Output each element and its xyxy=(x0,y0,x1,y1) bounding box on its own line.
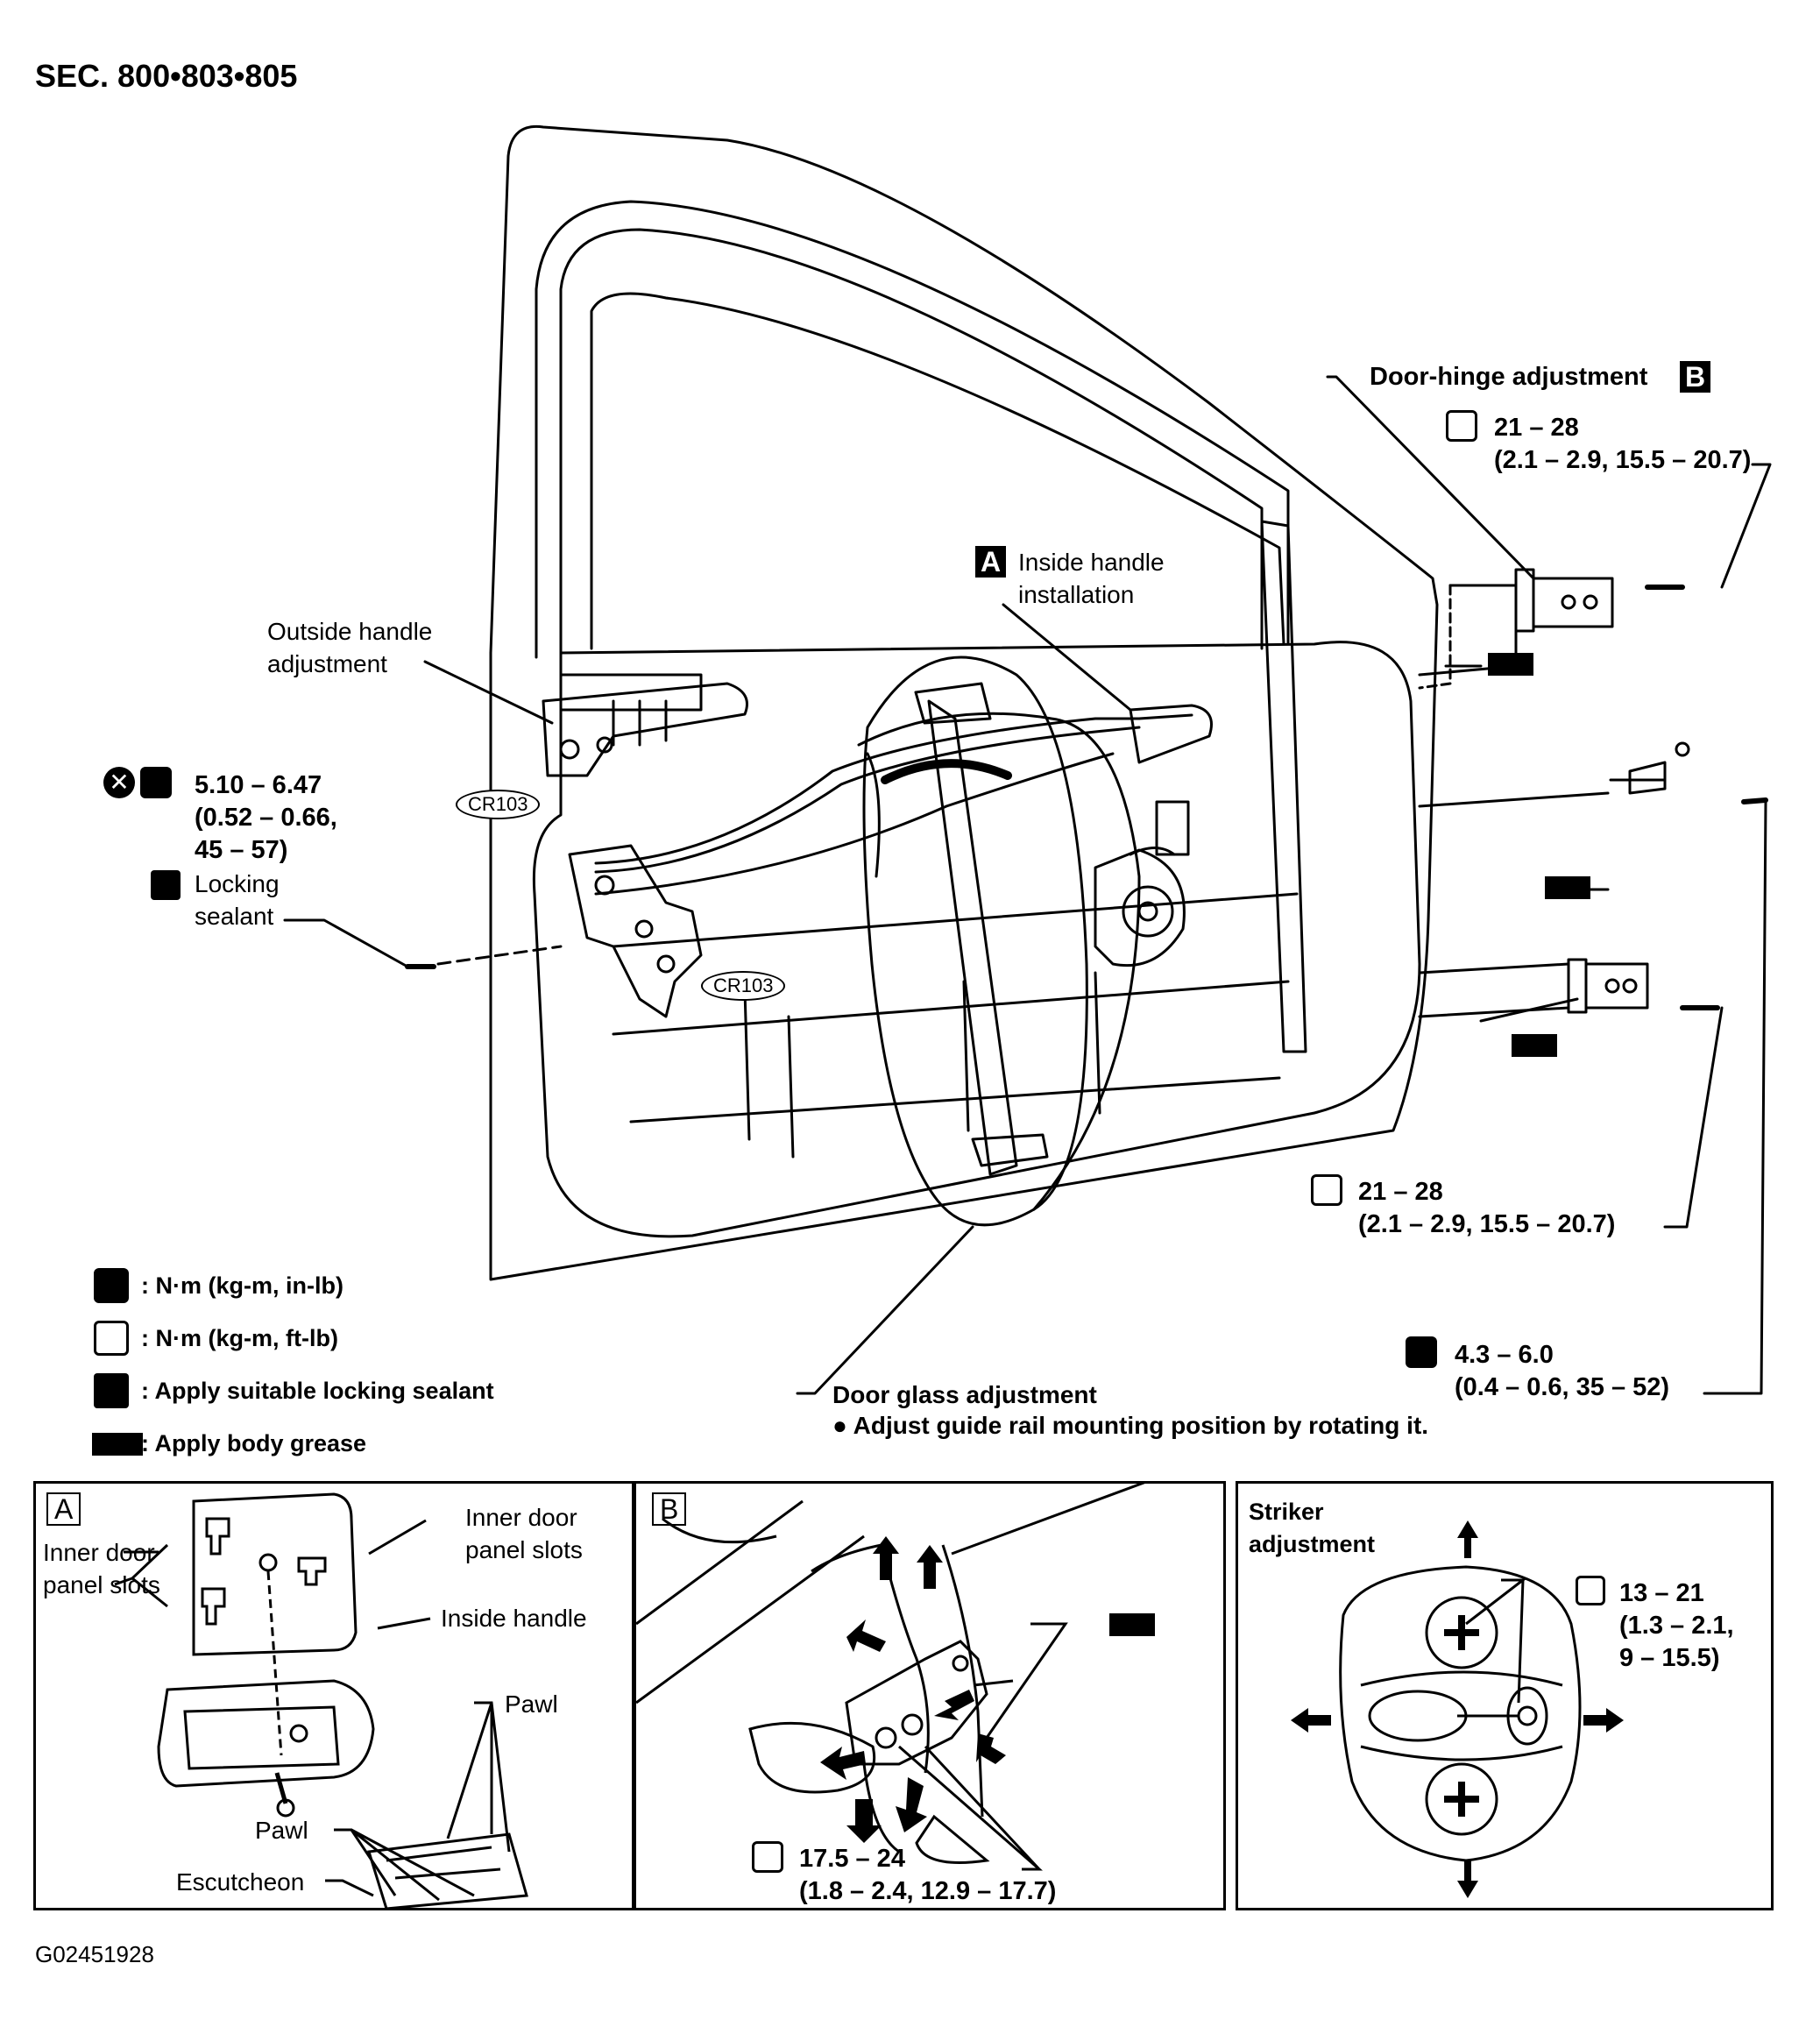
section-title: SEC. 800•803•805 xyxy=(35,58,298,94)
panel-b-letter: B xyxy=(652,1492,687,1526)
window-frame-outer xyxy=(535,200,1290,659)
door-glass-note: ● Adjust guide rail mounting position by… xyxy=(832,1412,1429,1439)
connector-tag-2: CR103 xyxy=(701,971,786,1001)
door-hinge-label: Door-hinge adjustment xyxy=(1370,363,1648,391)
guide-rail xyxy=(927,699,1018,1176)
door-hinge-badge: B xyxy=(1680,361,1711,393)
legend-text: : Apply body grease xyxy=(141,1430,367,1456)
panel-a-pawl-right: Pawl xyxy=(505,1690,558,1718)
panel-a-inside-handle: Inside handle xyxy=(441,1605,587,1632)
striker-art xyxy=(1291,1520,1624,1898)
torque-inlb-icon xyxy=(140,767,172,798)
torque-wrench-inlb-icon xyxy=(94,1268,129,1303)
striker-panel-torque: 13 – 21 (1.3 – 2.1, 9 – 15.5) xyxy=(1619,1579,1734,1672)
striker-torque: 4.3 – 6.0 (0.4 – 0.6, 35 – 52) xyxy=(1455,1341,1670,1401)
grease-icon xyxy=(1109,1613,1155,1636)
leader-door-hinge xyxy=(1326,375,1535,580)
window-opening xyxy=(590,292,1285,650)
regulator-motor xyxy=(1094,848,1186,967)
panel-a-escutcheon: Escutcheon xyxy=(176,1868,305,1896)
panel-b-torque: 17.5 – 24 (1.8 – 2.4, 12.9 – 17.7) xyxy=(799,1845,1057,1905)
torque-ftlb-icon xyxy=(752,1841,783,1873)
panel-a-art xyxy=(114,1492,528,1910)
check-link xyxy=(1418,778,1667,808)
panel-a-letter: A xyxy=(46,1492,81,1526)
panel-a-inner-door-right: Inner door panel slots xyxy=(465,1504,583,1563)
torque-wrench-ftlb-icon xyxy=(94,1321,129,1356)
guide-rail-oval xyxy=(862,656,1088,1227)
panel-a: A Inner door panel slots Inner door pane… xyxy=(33,1481,634,1910)
leader-hinge-top xyxy=(1720,463,1772,589)
rotation-arrow xyxy=(881,759,1012,784)
panel-a-pawl-left: Pawl xyxy=(255,1817,308,1844)
regulator-cable xyxy=(857,712,1141,1211)
panel-b: B 17.5 – 24 (1.8 – 2.4, 12.9 – 17.7) xyxy=(634,1481,1226,1910)
door-lock-assembly xyxy=(568,844,703,1018)
grease-icon xyxy=(1488,653,1533,676)
torque-ftlb-icon xyxy=(1576,1576,1605,1605)
lock-cable xyxy=(594,717,1141,865)
leader-hinge-bottom xyxy=(1663,1006,1724,1229)
door-inner-panel xyxy=(532,641,1421,1238)
hinge-torque-top: 21 – 28 (2.1 – 2.9, 15.5 – 20.7) xyxy=(1494,414,1752,474)
leader-inside-handle xyxy=(1002,603,1132,712)
inside-handle-callout: A xyxy=(975,546,1007,578)
door-outer-panel xyxy=(489,124,1439,1281)
figure-id: G02451928 xyxy=(35,1941,154,1967)
locking-sealant-icon xyxy=(94,1373,129,1408)
torque-ftlb-icon xyxy=(1446,410,1477,442)
locking-sealant-label: Locking sealant xyxy=(195,870,280,930)
legend-text: : N·m (kg-m, ft-lb) xyxy=(141,1325,338,1351)
leader-striker xyxy=(1703,800,1767,1395)
torque-inlb-icon xyxy=(1406,1336,1437,1368)
panel-a-inner-door-left: Inner door panel slots xyxy=(43,1539,160,1598)
legend-text: : Apply suitable locking sealant xyxy=(141,1378,494,1404)
door-inner-lower xyxy=(612,892,1299,1123)
striker-title: Striker adjustment xyxy=(1249,1499,1376,1557)
letter-b-badge: B xyxy=(1680,361,1711,393)
body-grease-icon xyxy=(92,1433,143,1456)
torque-ftlb-icon xyxy=(1311,1174,1342,1206)
legend-text: : N·m (kg-m, in-lb) xyxy=(141,1272,343,1299)
hinge-lower xyxy=(1567,958,1649,1014)
striker-arrows xyxy=(1291,1520,1624,1898)
leader-door-glass xyxy=(796,1225,974,1395)
leader-outside-handle xyxy=(423,660,554,725)
grease-icon xyxy=(1512,1034,1557,1057)
hinge-torque-bottom: 21 – 28 (2.1 – 2.9, 15.5 – 20.7) xyxy=(1358,1178,1616,1238)
grease-icon xyxy=(1545,876,1590,899)
do-not-reuse-icon: ✕ xyxy=(103,767,135,798)
inside-handle-label: Inside handle installation xyxy=(1018,549,1165,608)
sealant-icon xyxy=(151,870,181,900)
glass-run-channel xyxy=(1260,520,1307,1053)
door-glass-label: Door glass adjustment xyxy=(832,1381,1097,1408)
connector-tag-1: CR103 xyxy=(456,790,541,819)
hinge-upper xyxy=(1514,568,1614,633)
panel-b-art xyxy=(636,1484,1145,1871)
outside-handle xyxy=(542,682,748,777)
outside-handle-label: Outside handle adjustment xyxy=(267,618,433,677)
lock-torque: 5.10 – 6.47 (0.52 – 0.66, 45 – 57) xyxy=(195,771,337,864)
adjust-arrows xyxy=(820,1536,1006,1843)
leader-sealant xyxy=(283,918,409,968)
panel-striker: Striker adjustment 13 – 21 (1.3 – 2.1, 9… xyxy=(1236,1481,1774,1910)
letter-a-badge: A xyxy=(975,546,1007,578)
window-frame-inner xyxy=(559,228,1264,659)
inside-handle xyxy=(1129,704,1213,764)
